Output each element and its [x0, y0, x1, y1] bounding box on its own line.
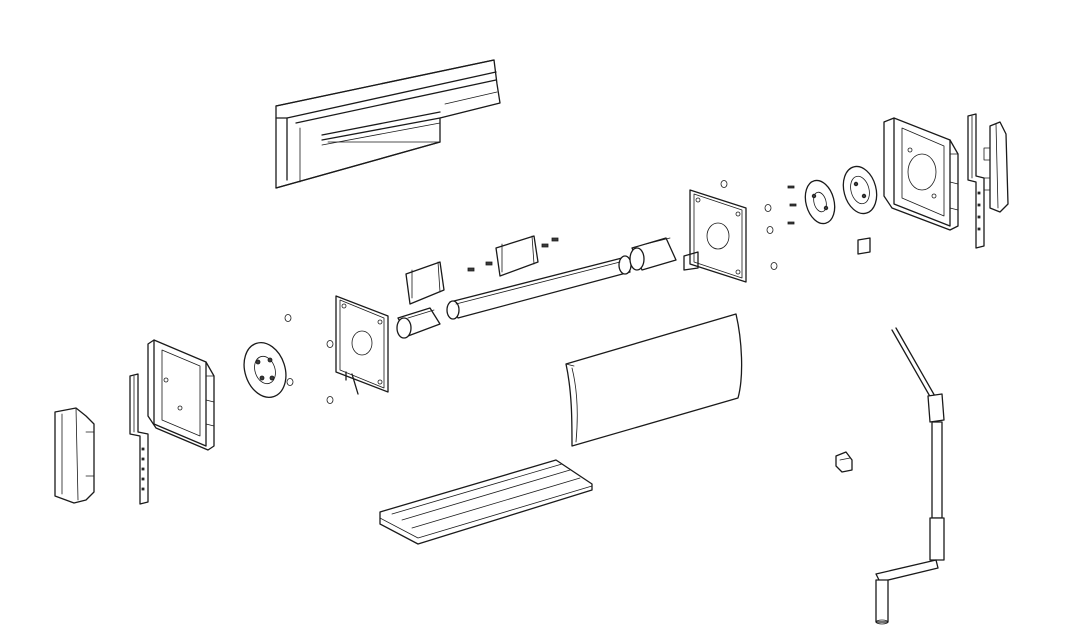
bottom-slat [379, 459, 593, 545]
crank-rod [875, 327, 945, 625]
strap-hook [835, 451, 853, 473]
screw [284, 180, 871, 404]
left-guide-rail [129, 373, 149, 505]
left-mounting-plate [335, 295, 389, 395]
left-shaft-adapter [396, 307, 441, 339]
front-cover-panel [565, 313, 743, 447]
roller-tube [446, 255, 632, 320]
right-gear-disc [842, 165, 878, 215]
right-end-cap [983, 121, 1009, 213]
right-side-bracket [883, 117, 959, 231]
left-bearing-disc [243, 342, 287, 398]
right-bearing-disc [804, 179, 836, 225]
left-end-cap [54, 407, 95, 504]
right-guide-rail [967, 113, 985, 249]
right-shaft-adapter [629, 237, 677, 271]
tube-clip [405, 235, 559, 305]
right-mounting-plate [683, 189, 747, 283]
top-cover-profile [275, 59, 501, 189]
left-side-bracket [147, 339, 215, 451]
